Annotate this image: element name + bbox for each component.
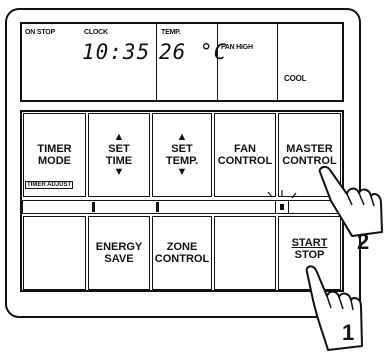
up-arrow-icon[interactable]: ▲	[176, 131, 188, 143]
step-1-callout: 1	[342, 320, 355, 345]
lcd-fan-mode: FAN HIGH	[221, 44, 253, 51]
lcd-temp-label: TEMP.	[161, 29, 181, 36]
set-time-label-1: SET	[108, 143, 130, 155]
blank-button[interactable]	[214, 216, 276, 290]
energy-save-button[interactable]: ENERGY SAVE	[88, 216, 150, 290]
down-arrow-icon[interactable]: ▼	[176, 166, 188, 178]
set-time-button[interactable]: ▲ SET TIME ▼	[88, 113, 150, 197]
lcd-temp-value: 26 °C	[159, 40, 228, 64]
blank-button[interactable]	[23, 216, 86, 290]
timer-mode-label-2: MODE	[38, 155, 71, 167]
step-2-callout: 2	[357, 229, 370, 254]
fan-control-label-1: FAN	[234, 143, 256, 155]
strip-marker	[92, 202, 95, 212]
zone-control-label-1: ZONE	[166, 241, 198, 253]
down-arrow-icon[interactable]: ▼	[113, 166, 125, 178]
lcd-divider	[156, 24, 157, 100]
set-temp-button[interactable]: ▲ SET TEMP. ▼	[152, 113, 212, 197]
fan-control-button[interactable]: FAN CONTROL	[214, 113, 276, 197]
zone-control-button[interactable]: ZONE CONTROL	[152, 216, 212, 290]
timer-adjust-label: TIMER ADJUST	[25, 181, 74, 189]
energy-save-label-2: SAVE	[104, 253, 134, 265]
start-label: START	[291, 237, 328, 249]
timer-mode-label-1: TIMER	[37, 143, 72, 155]
lcd-divider	[277, 24, 278, 100]
fan-control-label-2: CONTROL	[217, 155, 273, 167]
set-temp-label-1: SET	[171, 143, 193, 155]
strip-marker	[156, 202, 159, 212]
controller-casing	[5, 8, 361, 318]
zone-control-label-2: CONTROL	[154, 253, 210, 265]
lcd-on-stop: ON STOP	[25, 29, 55, 36]
lcd-divider	[217, 24, 218, 100]
stop-label: STOP	[294, 249, 325, 261]
set-temp-label-2: TEMP.	[165, 155, 199, 167]
master-control-label-1: MASTER	[286, 143, 333, 155]
lcd-display: ON STOP CLOCK 10:35 TEMP. 26 °C FAN HIGH…	[20, 22, 344, 102]
lcd-clock-label: CLOCK	[84, 29, 108, 36]
energy-save-label-1: ENERGY	[95, 241, 143, 253]
pointing-hand-icon	[305, 265, 363, 351]
indicator-light-icon	[275, 200, 289, 214]
lcd-mode: COOL	[284, 74, 307, 83]
set-time-label-2: TIME	[105, 155, 133, 167]
lcd-clock-value: 10:35	[82, 40, 151, 64]
up-arrow-icon[interactable]: ▲	[113, 131, 125, 143]
master-control-label-2: CONTROL	[282, 155, 337, 167]
